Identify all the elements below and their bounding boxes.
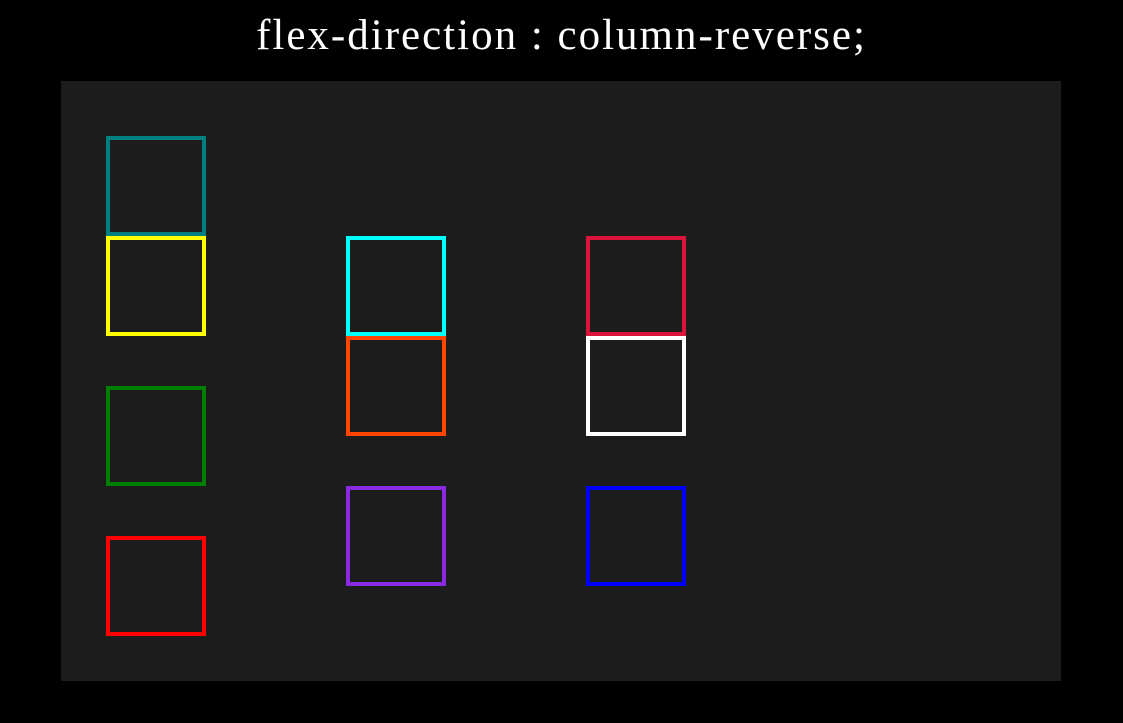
flex-item-box — [106, 386, 206, 486]
flex-container — [61, 81, 1061, 681]
page-title: flex-direction : column-reverse; — [256, 12, 867, 59]
flex-item-box — [346, 486, 446, 586]
flex-item-box — [106, 236, 206, 336]
flex-item-box — [586, 486, 686, 586]
flex-item-box — [586, 236, 686, 336]
flex-item-box — [346, 336, 446, 436]
flex-item-box — [346, 236, 446, 336]
flex-item-box — [586, 336, 686, 436]
flex-item-box — [106, 536, 206, 636]
flex-item-box — [106, 136, 206, 236]
